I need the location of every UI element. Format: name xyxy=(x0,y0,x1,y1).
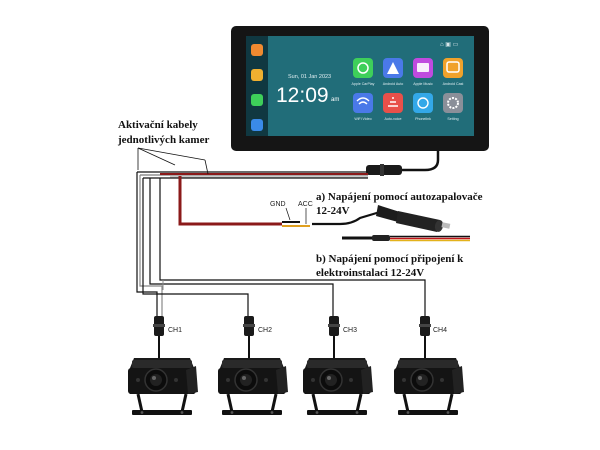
sidebar-nav-icon[interactable] xyxy=(251,69,263,81)
activation-pointers xyxy=(137,147,209,175)
activation-cables-label-2: jednotlivých kamer xyxy=(117,134,209,146)
cast-icon[interactable] xyxy=(443,58,463,78)
voice-glyph xyxy=(388,97,398,107)
power-cables: GND ACC xyxy=(178,176,470,242)
cable-harness xyxy=(137,171,368,179)
carplay-glyph xyxy=(357,62,369,74)
wifi-glyph xyxy=(356,97,370,105)
phonelink-glyph xyxy=(417,97,429,109)
camera-ch3 xyxy=(301,356,375,417)
screen-date: Sun, 01 Jan 2023 xyxy=(288,74,331,80)
camera-ch4 xyxy=(392,356,466,417)
app-label: WiFi Video xyxy=(354,117,371,121)
app-label: Android Auto xyxy=(383,82,404,86)
camera-channel-label: CH2 xyxy=(258,327,272,334)
sidebar-settings-icon[interactable] xyxy=(251,119,263,131)
gnd-pointer xyxy=(285,207,291,221)
screen-glow xyxy=(246,36,474,136)
monitor-cable xyxy=(400,151,440,172)
gnd-label: GND xyxy=(270,201,286,208)
acc-label: ACC xyxy=(298,201,313,208)
monitor: ⌂ ▣ ▭ Sun, 01 Jan 2023 12:09 am Apple Ca… xyxy=(231,26,489,151)
power-b-label-1: b) Napájení pomocí připojení k xyxy=(316,253,464,265)
activation-cables-label-1: Aktivační kabely xyxy=(118,119,198,131)
power-a-label-2: 12-24V xyxy=(316,205,350,217)
monitor-screen xyxy=(246,36,474,136)
music-glyph xyxy=(417,63,429,72)
camera-ch2 xyxy=(216,356,290,417)
app-label: Apple Music xyxy=(413,82,433,86)
connector-ring xyxy=(380,164,384,176)
cigarette-lighter-plug xyxy=(376,205,451,232)
sidebar-volume-icon[interactable] xyxy=(251,94,263,106)
status-bar-icons: ⌂ ▣ ▭ xyxy=(440,42,459,48)
setting-glyph xyxy=(447,97,459,109)
screen-time: 12:09 xyxy=(276,84,329,107)
carplay-icon[interactable] xyxy=(353,58,373,78)
sidebar-home-icon[interactable] xyxy=(251,44,263,56)
camera-ch1 xyxy=(126,356,200,417)
app-grid: Apple CarPlay Android Auto Apple Music A… xyxy=(352,58,464,121)
wifi-icon[interactable] xyxy=(353,93,373,113)
camera-channel-label: CH1 xyxy=(168,327,182,334)
camera-channel-label: CH3 xyxy=(343,327,357,334)
app-label: Auto-voice xyxy=(385,117,402,121)
app-label: Phonelink xyxy=(415,117,431,121)
voice-icon[interactable] xyxy=(383,93,403,113)
screen-ampm: am xyxy=(331,97,339,103)
red-power-cable xyxy=(178,176,282,226)
screen-sidebar xyxy=(246,36,268,136)
connector-to-camera-wires xyxy=(158,336,426,358)
app-label: Apple CarPlay xyxy=(352,82,375,86)
camera-channel-label: CH4 xyxy=(433,327,447,334)
app-label: Android Cast xyxy=(443,82,464,86)
setting-icon[interactable] xyxy=(443,93,463,113)
direct-wiring-cable xyxy=(342,235,470,242)
app-label: Setting xyxy=(447,117,458,121)
camera-cables xyxy=(136,172,426,316)
power-b-label-2: elektroinstalaci 12-24V xyxy=(316,267,424,279)
lighter-cable xyxy=(312,210,381,226)
phonelink-icon[interactable] xyxy=(413,93,433,113)
power-a-label-1: a) Napájení pomocí autozapalovače xyxy=(316,191,483,203)
camera-connectors xyxy=(153,316,431,336)
android-auto-glyph xyxy=(387,62,399,74)
cast-glyph xyxy=(446,61,460,73)
